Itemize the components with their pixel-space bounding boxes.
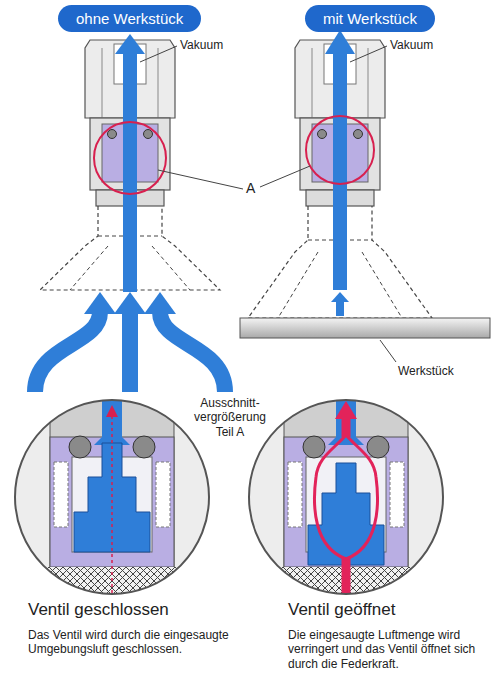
state-description-text: Das Ventil wird durch die eingesaugte Um… bbox=[28, 628, 229, 656]
state-heading: Ventil geöffnet bbox=[288, 600, 395, 620]
vacuum-label-text: Vakuum bbox=[180, 38, 223, 52]
workpiece-plate bbox=[240, 318, 490, 338]
header-text: ohne Werkstück bbox=[76, 10, 183, 27]
callout-letter-text: A bbox=[246, 180, 255, 196]
detail-valve-closed bbox=[12, 397, 212, 597]
header-text: mit Werkstück bbox=[323, 10, 417, 27]
state-heading-text: Ventil geschlossen bbox=[28, 600, 169, 619]
vacuum-label-text: Vakuum bbox=[390, 38, 433, 52]
state-heading: Ventil geschlossen bbox=[28, 600, 169, 620]
suction-cup-open bbox=[35, 34, 225, 392]
state-heading-text: Ventil geöffnet bbox=[288, 600, 395, 619]
suction-cup-gripping bbox=[248, 30, 432, 318]
callout-letter: A bbox=[246, 180, 255, 197]
detail-valve-open bbox=[246, 397, 446, 597]
workpiece-label: Werkstück bbox=[398, 364, 454, 378]
header-pill: ohne Werkstück bbox=[58, 5, 201, 32]
vacuum-label: Vakuum bbox=[390, 38, 433, 52]
state-description-text: Die eingesaugte Luftmenge wird verringer… bbox=[288, 628, 475, 671]
leader-lines bbox=[140, 46, 396, 362]
header-pill: mit Werkstück bbox=[305, 5, 435, 32]
state-description: Das Ventil wird durch die eingesaugte Um… bbox=[28, 628, 233, 657]
detail-caption: Ausschnitt- vergrößerung Teil A bbox=[184, 396, 276, 439]
vacuum-label: Vakuum bbox=[180, 38, 223, 52]
state-description: Die eingesaugte Luftmenge wird verringer… bbox=[288, 628, 493, 671]
workpiece-label-text: Werkstück bbox=[398, 364, 454, 378]
detail-caption-text: Ausschnitt- vergrößerung Teil A bbox=[194, 396, 266, 439]
